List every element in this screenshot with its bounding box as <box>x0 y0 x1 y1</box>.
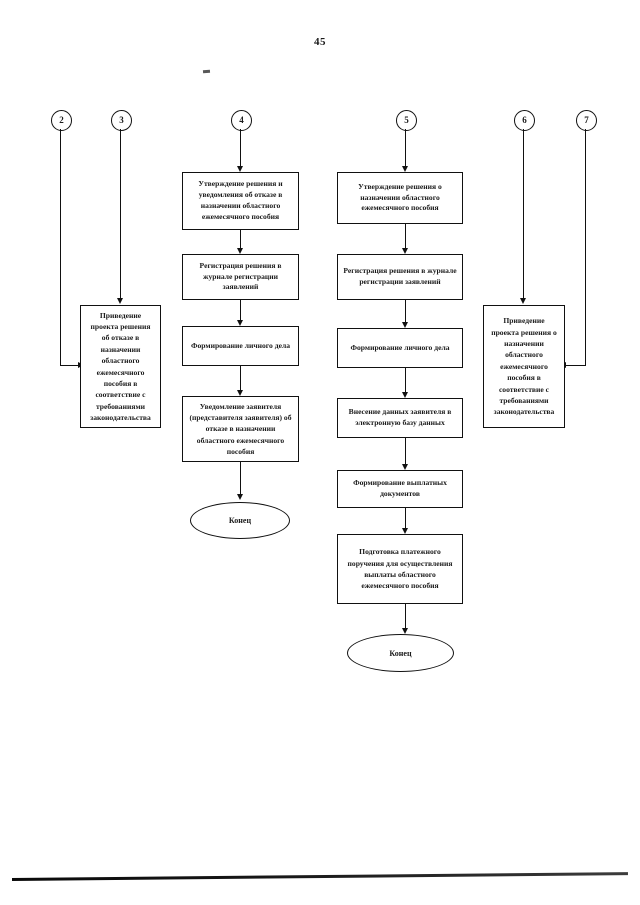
flow-arrowhead <box>402 464 408 470</box>
connector-label: 4 <box>239 115 244 125</box>
process-box-grant-6: Подготовка платежного поручения для осущ… <box>337 534 463 604</box>
process-box-text: Регистрация решения в журнале регистраци… <box>199 260 282 292</box>
process-box-text: Подготовка платежного поручения для осущ… <box>347 547 453 591</box>
connector-circle-3: 3 <box>111 110 132 131</box>
process-box-refusal-left: Приведение проекта решения об отказе в н… <box>80 305 161 428</box>
terminator-text: Конец <box>228 516 252 525</box>
connector-2-elbow <box>60 365 80 367</box>
terminator-grant-end: Конец <box>347 634 454 672</box>
connector-6-line <box>523 129 525 301</box>
process-box-grant-1: Утверждение решения о назначении областн… <box>337 172 463 224</box>
flow-line-grant-6-end <box>405 604 407 632</box>
process-box-refusal-2: Регистрация решения в журнале регистраци… <box>182 254 299 300</box>
connector-6-arrowhead <box>520 298 526 304</box>
process-box-refusal-1: Утверждение решения и уведомления об отк… <box>182 172 299 230</box>
connector-4-arrowhead <box>237 166 243 172</box>
connector-4-line <box>240 129 242 170</box>
flow-arrowhead <box>237 320 243 326</box>
connector-circle-4: 4 <box>231 110 252 131</box>
connector-3-line <box>120 129 122 301</box>
process-box-refusal-3: Формирование личного дела <box>182 326 299 366</box>
flow-arrowhead <box>402 628 408 634</box>
flow-line-grant-2-3 <box>405 300 407 326</box>
connector-label: 7 <box>584 115 589 125</box>
connector-7-elbow <box>565 365 586 367</box>
connector-label: 2 <box>59 115 64 125</box>
flow-line-refusal-3-4 <box>240 366 242 394</box>
flow-arrowhead <box>237 390 243 396</box>
process-box-text: Формирование выплатных документов <box>353 478 447 498</box>
flow-line-grant-1-2 <box>405 224 407 252</box>
process-box-grant-right: Приведение проекта решения о назначении … <box>483 305 565 428</box>
flow-line-grant-5-6 <box>405 508 407 532</box>
connector-label: 5 <box>404 115 409 125</box>
connector-circle-6: 6 <box>514 110 535 131</box>
flow-arrowhead <box>402 392 408 398</box>
flow-arrowhead <box>237 248 243 254</box>
process-box-text: Формирование личного дела <box>350 342 450 352</box>
connector-label: 6 <box>522 115 527 125</box>
flow-arrowhead <box>402 528 408 534</box>
flow-line-refusal-2-3 <box>240 300 242 324</box>
process-box-text: Приведение проекта решения об отказе в н… <box>90 310 151 423</box>
flow-line-grant-3-4 <box>405 368 407 396</box>
flow-arrowhead <box>237 494 243 500</box>
process-box-grant-4: Внесение данных заявителя в электронную … <box>337 398 463 438</box>
connector-circle-5: 5 <box>396 110 417 131</box>
connector-5-line <box>405 129 407 170</box>
process-box-grant-3: Формирование личного дела <box>337 328 463 368</box>
process-box-text: Утверждение решения о назначении областн… <box>358 181 442 213</box>
connector-7-line <box>585 129 587 366</box>
process-box-text: Регистрация решения в журнале регистраци… <box>343 266 457 286</box>
process-box-text: Формирование личного дела <box>190 340 291 350</box>
flow-line-refusal-4-end <box>240 462 242 498</box>
flow-arrowhead <box>402 248 408 254</box>
process-box-grant-2: Регистрация решения в журнале регистраци… <box>337 254 463 300</box>
process-box-refusal-4: Уведомление заявителя (представителя зая… <box>182 396 299 462</box>
process-box-text: Утверждение решения и уведомления об отк… <box>198 179 283 221</box>
terminator-text: Конец <box>389 648 412 658</box>
scan-speck <box>202 69 211 74</box>
connector-circle-7: 7 <box>576 110 597 131</box>
process-box-grant-5: Формирование выплатных документов <box>337 470 463 508</box>
process-box-text: Приведение проекта решения о назначении … <box>491 316 557 417</box>
connector-label: 3 <box>119 115 124 125</box>
connector-2-line <box>60 129 62 366</box>
flow-line-refusal-1-2 <box>240 230 242 252</box>
scan-edge-line <box>11 872 628 881</box>
flow-line-grant-4-5 <box>405 438 407 468</box>
flow-arrowhead <box>402 322 408 328</box>
connector-circle-2: 2 <box>51 110 72 131</box>
process-box-text: Уведомление заявителя (представителя зая… <box>189 401 292 457</box>
page-number: 45 <box>314 36 326 48</box>
process-box-text: Внесение данных заявителя в электронную … <box>348 407 452 427</box>
terminator-refusal-end: Конец <box>190 502 290 539</box>
connector-3-arrowhead <box>117 298 123 304</box>
connector-5-arrowhead <box>402 166 408 172</box>
